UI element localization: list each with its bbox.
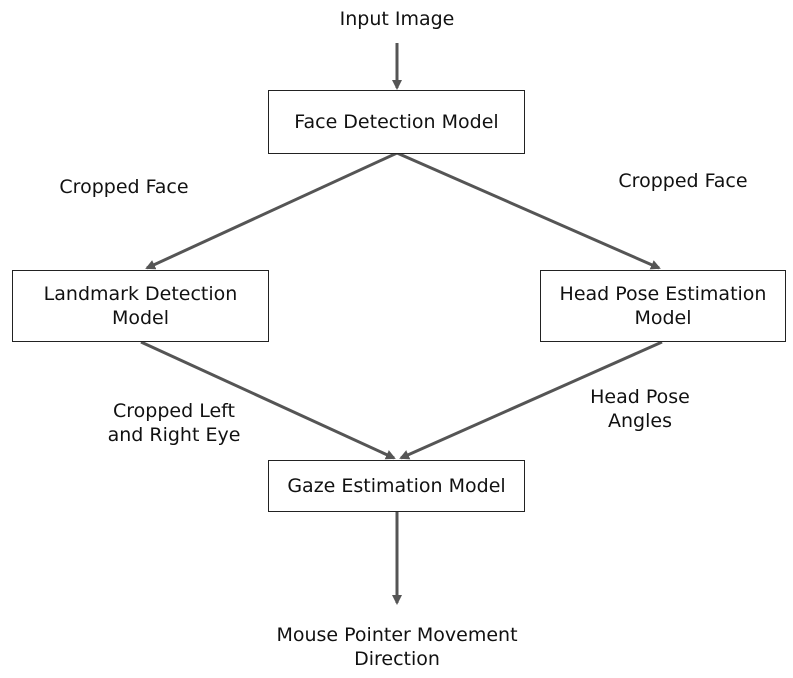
arrow-face-to-headpose [396, 151, 661, 270]
input-image-label: Input Image [339, 8, 455, 30]
head-pose-estimation-node: Head Pose Estimation Model [540, 270, 786, 342]
face-detection-label: Face Detection Model [294, 111, 499, 133]
landmark-detection-node: Landmark Detection Model [12, 270, 269, 342]
arrow-landmark-to-gaze [140, 340, 396, 460]
arrow-headpose-to-gaze [399, 340, 663, 460]
gaze-estimation-label: Gaze Estimation Model [287, 475, 506, 497]
output-label: Mouse Pointer Movement Direction [276, 624, 518, 670]
gaze-estimation-node: Gaze Estimation Model [268, 460, 525, 512]
edge-label-headpose-to-gaze: Head Pose Angles [590, 386, 690, 432]
edge-label-face-to-headpose: Cropped Face [618, 170, 748, 192]
edge-label-face-to-landmark: Cropped Face [59, 176, 189, 198]
head-pose-estimation-label: Head Pose Estimation Model [559, 283, 767, 329]
arrow-face-to-landmark [145, 151, 398, 270]
face-detection-node: Face Detection Model [268, 90, 525, 154]
landmark-detection-label: Landmark Detection Model [43, 283, 238, 329]
edge-label-landmark-to-gaze: Cropped Left and Right Eye [107, 400, 241, 446]
